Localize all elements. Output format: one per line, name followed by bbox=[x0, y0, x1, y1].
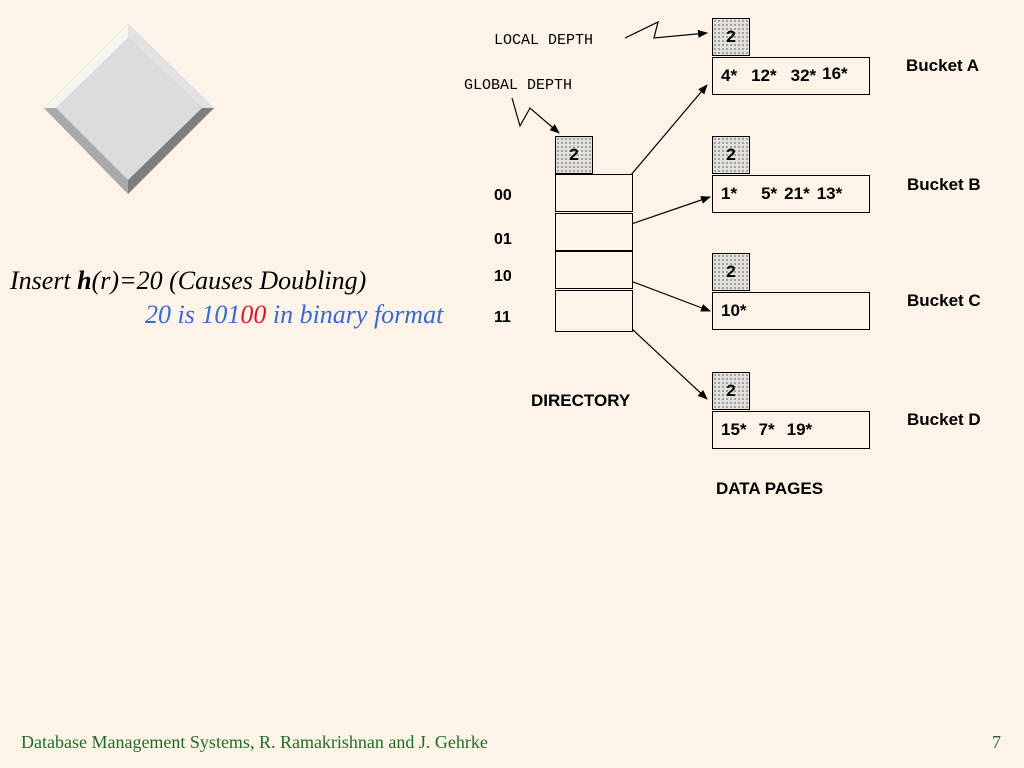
global-depth-pointer bbox=[512, 98, 559, 133]
bucket-c-page: 10* bbox=[712, 292, 870, 330]
directory-slot bbox=[555, 290, 633, 332]
bucket-b-page: 1* 5* 21* 13* bbox=[712, 175, 870, 213]
directory-label: DIRECTORY bbox=[531, 391, 630, 411]
bucket-entry: 21* bbox=[784, 184, 810, 204]
bucket-entry: 12* bbox=[751, 66, 777, 86]
bucket-c-label: Bucket C bbox=[907, 291, 981, 311]
directory-slot bbox=[555, 174, 633, 212]
bucket-entry: 7* bbox=[759, 420, 775, 440]
bucket-entry: 19* bbox=[787, 420, 813, 440]
bucket-entry: 15* bbox=[721, 420, 747, 440]
directory-entry: 10 bbox=[494, 268, 512, 286]
bucket-entry: 32* bbox=[791, 66, 817, 86]
local-depth-pointer bbox=[625, 22, 707, 38]
bucket-entry: 1* bbox=[721, 184, 737, 204]
global-depth-label: GLOBAL DEPTH bbox=[464, 77, 572, 94]
directory-entry: 00 bbox=[494, 187, 512, 205]
directory-entry: 11 bbox=[494, 309, 511, 327]
local-depth-label: LOCAL DEPTH bbox=[494, 32, 593, 49]
bucket-d-local-depth: 2 bbox=[712, 372, 750, 410]
directory-slot bbox=[555, 251, 633, 289]
bucket-a-page: 4* 12* 32* 16* bbox=[712, 57, 870, 95]
bucket-entry: 13* bbox=[817, 184, 843, 204]
bucket-a-label: Bucket A bbox=[906, 56, 979, 76]
directory-slot bbox=[555, 213, 633, 251]
global-depth-box: 2 bbox=[555, 136, 593, 174]
bucket-entry: 4* bbox=[721, 66, 737, 86]
footer-citation: Database Management Systems, R. Ramakris… bbox=[21, 732, 488, 753]
bucket-c-local-depth: 2 bbox=[712, 253, 750, 291]
bucket-d-page: 15* 7* 19* bbox=[712, 411, 870, 449]
directory-entry: 01 bbox=[494, 231, 512, 249]
data-pages-label: DATA PAGES bbox=[716, 479, 823, 499]
bucket-entry: 5* bbox=[761, 184, 777, 204]
bucket-d-label: Bucket D bbox=[907, 410, 981, 430]
bucket-entry: 16* bbox=[822, 64, 848, 84]
bucket-b-local-depth: 2 bbox=[712, 136, 750, 174]
bucket-a-local-depth: 2 bbox=[712, 18, 750, 56]
page-number: 7 bbox=[992, 732, 1001, 753]
bucket-entry: 10* bbox=[721, 301, 747, 321]
bucket-b-label: Bucket B bbox=[907, 175, 981, 195]
